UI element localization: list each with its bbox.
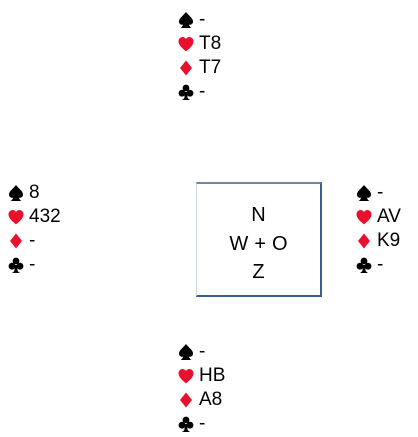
north-hand: - T8 T7 - <box>176 8 221 104</box>
north-hearts-row: T8 <box>176 32 221 56</box>
south-hearts-row: HB <box>176 364 225 388</box>
heart-icon <box>176 366 196 386</box>
north-spades-cards: - <box>199 9 206 30</box>
diamond-icon <box>354 231 374 251</box>
compass-box: N W+ O Z <box>196 182 322 297</box>
heart-icon <box>354 207 374 227</box>
east-spades-cards: - <box>377 182 384 203</box>
spade-icon <box>176 342 196 362</box>
west-diamonds-row: - <box>6 229 61 253</box>
compass-west-east-row: W+ O <box>197 231 320 257</box>
east-clubs-cards: - <box>377 254 384 275</box>
compass-west: W <box>229 233 249 255</box>
south-diamonds-row: A8 <box>176 388 225 412</box>
heart-icon <box>176 34 196 54</box>
south-spades-cards: - <box>199 341 206 362</box>
north-spades-row: - <box>176 8 221 32</box>
north-diamonds-row: T7 <box>176 56 221 80</box>
west-diamonds-cards: - <box>29 230 36 251</box>
west-spades-cards: 8 <box>29 182 40 203</box>
north-diamonds-cards: T7 <box>199 57 222 78</box>
west-spades-row: 8 <box>6 181 61 205</box>
west-hearts-row: 432 <box>6 205 61 229</box>
compass-south: Z <box>252 261 265 283</box>
west-clubs-row: - <box>6 253 61 277</box>
club-icon <box>354 255 374 275</box>
east-spades-row: - <box>354 181 401 205</box>
spade-icon <box>354 183 374 203</box>
north-hearts-cards: T8 <box>199 33 222 54</box>
south-clubs-row: - <box>176 412 225 436</box>
west-clubs-cards: - <box>29 254 36 275</box>
west-hand: 8 432 - - <box>6 181 61 277</box>
south-spades-row: - <box>176 340 225 364</box>
compass-east: O <box>272 233 288 255</box>
east-clubs-row: - <box>354 253 401 277</box>
diamond-icon <box>176 390 196 410</box>
east-hand: - AV K9 - <box>354 181 401 277</box>
south-diamonds-cards: A8 <box>199 389 223 410</box>
west-hearts-cards: 432 <box>29 206 61 227</box>
north-clubs-row: - <box>176 80 221 104</box>
heart-icon <box>6 207 26 227</box>
compass-north: N <box>251 204 266 226</box>
club-icon <box>176 414 196 434</box>
east-diamonds-cards: K9 <box>377 230 401 251</box>
diamond-icon <box>176 58 196 78</box>
compass-center-plus: + <box>254 233 266 255</box>
club-icon <box>176 82 196 102</box>
spade-icon <box>176 10 196 30</box>
club-icon <box>6 255 26 275</box>
north-clubs-cards: - <box>199 81 206 102</box>
south-hearts-cards: HB <box>199 365 226 386</box>
spade-icon <box>6 183 26 203</box>
east-diamonds-row: K9 <box>354 229 401 253</box>
diamond-icon <box>6 231 26 251</box>
south-clubs-cards: - <box>199 413 206 434</box>
east-hearts-row: AV <box>354 205 401 229</box>
east-hearts-cards: AV <box>377 206 401 227</box>
south-hand: - HB A8 - <box>176 340 225 436</box>
